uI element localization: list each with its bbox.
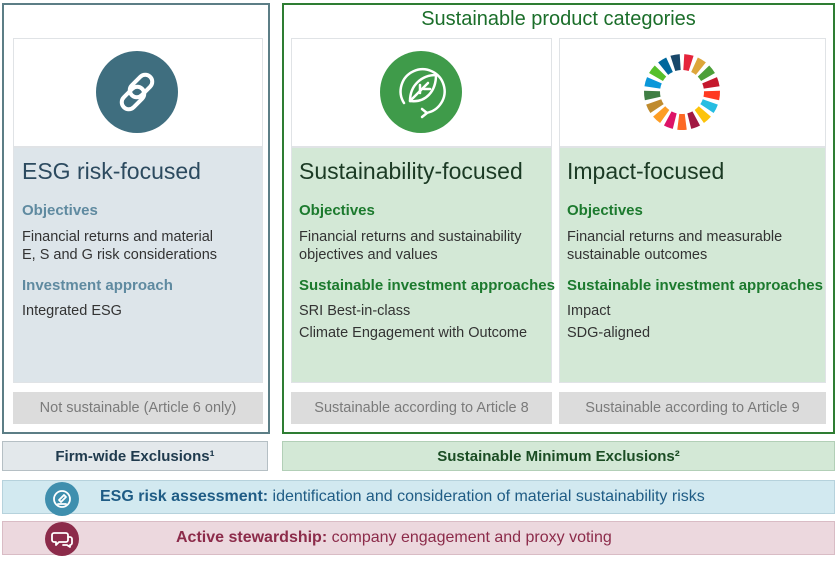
active-stewardship-description: company engagement and proxy voting	[327, 529, 612, 546]
risk-assessment-icon	[45, 482, 79, 516]
objectives-line-2: sustainable outcomes	[567, 247, 708, 263]
column-title-sustainability: Sustainability-focused	[299, 158, 523, 184]
sdg-wheel-segment	[649, 65, 667, 82]
leaf-cycle-icon	[380, 51, 462, 133]
sdg-wheel-segment	[670, 54, 681, 72]
objectives-line-2: E, S and G risk considerations	[22, 247, 218, 263]
sustainable-minimum-exclusions-bar: Sustainable Minimum Exclusions²	[282, 441, 835, 471]
sdg-wheel-segment	[691, 57, 706, 75]
approach-item: SRI Best-in-class	[299, 303, 411, 319]
column-title-impact: Impact-focused	[567, 158, 725, 184]
objectives-line-1: Financial returns and material	[22, 229, 214, 245]
sdg-wheel-segment	[663, 111, 677, 129]
sdg-wheel-segment	[694, 106, 711, 124]
article-footer-esg-risk: Not sustainable (Article 6 only)	[13, 392, 263, 424]
sdg-wheel-segment	[644, 77, 662, 89]
active-stewardship-label: Active stewardship:	[176, 529, 328, 546]
article-footer-impact: Sustainable according to Article 9	[559, 392, 826, 424]
approach-item: Integrated ESG	[22, 303, 122, 319]
approach-item: Climate Engagement with Outcome	[299, 325, 528, 341]
firm-wide-exclusions-bar: Firm-wide Exclusions¹	[2, 441, 268, 471]
sdg-wheel-segment	[697, 65, 715, 82]
sdg-wheel-segment	[687, 111, 701, 129]
approach-heading: Sustainable investment approaches	[567, 277, 823, 294]
impact-body	[559, 147, 826, 383]
group-title: Sustainable product categories	[421, 8, 696, 30]
active-stewardship-text: Active stewardship: company engagement a…	[176, 521, 612, 555]
esg-risk-assessment-description: identification and consideration of mate…	[268, 488, 705, 505]
approach-heading: Investment approach	[22, 277, 173, 294]
approach-heading: Sustainable investment approaches	[299, 277, 555, 294]
speech-bubbles-icon	[45, 522, 79, 556]
link-icon	[96, 51, 178, 133]
sdg-wheel-segment	[643, 90, 661, 101]
approach-item: SDG-aligned	[567, 325, 651, 341]
objectives-line-1: Financial returns and measurable	[567, 229, 783, 245]
sdg-wheel-segment	[702, 77, 720, 89]
sdg-wheel-segment	[700, 99, 718, 114]
approach-item: Impact	[567, 303, 611, 319]
sdg-wheel-icon	[641, 51, 723, 133]
active-stewardship-bar	[2, 521, 835, 555]
sdg-wheel-segment	[677, 113, 687, 130]
objectives-line-2: objectives and values	[299, 247, 438, 263]
objectives-heading: Objectives	[567, 202, 643, 219]
sustainability-body	[291, 147, 552, 383]
sdg-wheel-segment	[658, 57, 673, 75]
column-title-esg-risk: ESG risk-focused	[22, 158, 201, 184]
objectives-line-1: Financial returns and sustainability	[299, 229, 522, 245]
sdg-wheel-segment	[646, 99, 664, 114]
esg-risk-assessment-bar	[2, 480, 835, 514]
sdg-wheel-segment	[683, 54, 694, 72]
article-footer-sustainability: Sustainable according to Article 8	[291, 392, 552, 424]
esg-risk-assessment-label: ESG risk assessment:	[100, 488, 269, 505]
sdg-wheel-segment	[703, 90, 721, 101]
sdg-wheel-segment	[653, 106, 670, 124]
objectives-heading: Objectives	[22, 202, 98, 219]
esg-risk-body	[13, 147, 263, 383]
esg-risk-assessment-text: ESG risk assessment: identification and …	[100, 480, 705, 514]
objectives-heading: Objectives	[299, 202, 375, 219]
